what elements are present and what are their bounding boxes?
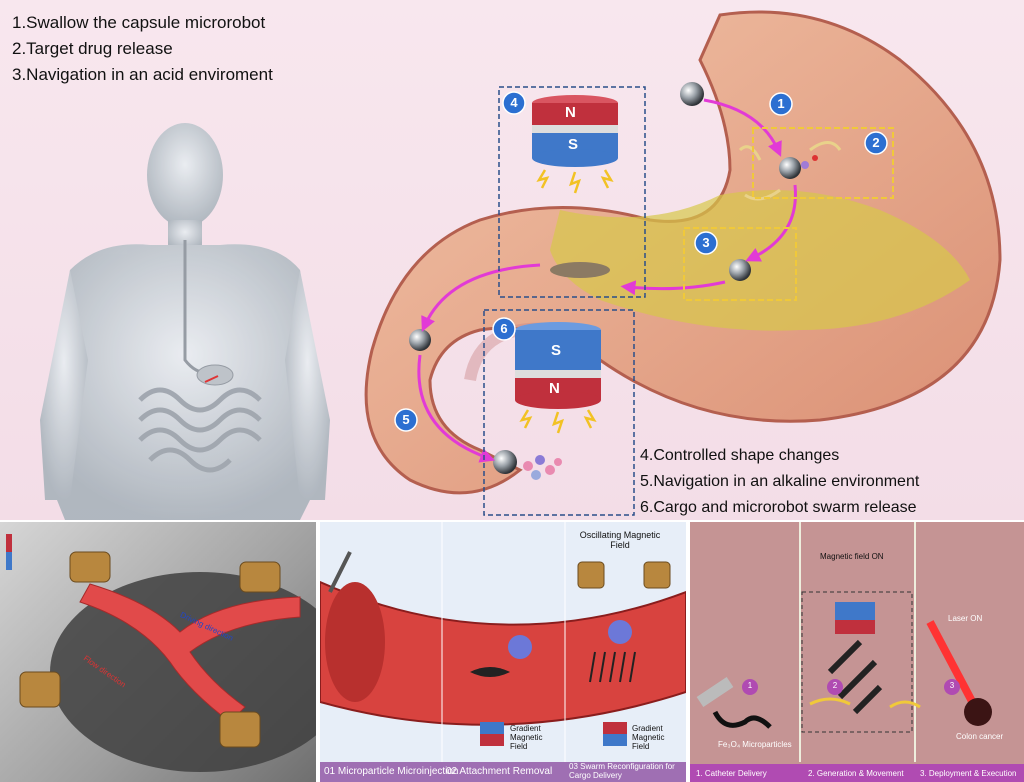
gradient-magnet-2 bbox=[603, 722, 627, 746]
magnet-sn bbox=[515, 322, 601, 434]
oscillating-field-label: Oscillating Magnetic Field bbox=[579, 530, 661, 550]
steps-list-top: 1.Swallow the capsule microrobot 2.Targe… bbox=[12, 10, 273, 88]
drug-release-splash bbox=[738, 141, 842, 201]
step-4: 4.Controlled shape changes bbox=[640, 447, 840, 464]
target-box-2 bbox=[752, 127, 894, 199]
right-step-3: 3. Deployment & Execution bbox=[920, 769, 1017, 778]
gradient-field-label-1: Gradient Magnetic Field bbox=[510, 724, 543, 751]
step-5: 5.Navigation in an alkaline environment bbox=[640, 473, 920, 490]
marker-2-icon bbox=[864, 131, 888, 155]
marker-4-label: 4 bbox=[510, 95, 518, 110]
marker-5-label: 5 bbox=[402, 412, 410, 427]
cargo-swarm bbox=[523, 455, 562, 480]
magnet2-south-label: S bbox=[551, 342, 562, 359]
capsule-robot-3 bbox=[729, 259, 751, 281]
steps-bar-right bbox=[690, 764, 1024, 782]
vessel-scene bbox=[320, 522, 686, 762]
capsule-robot-6 bbox=[493, 450, 517, 474]
marker-5-icon bbox=[394, 408, 418, 432]
panel-vessel-coils: Driving direction Flow direction bbox=[0, 522, 316, 782]
colon-marker-3: 3 bbox=[949, 681, 955, 690]
marker-1-label: 1 bbox=[777, 96, 785, 111]
path-arrow-5 bbox=[417, 354, 496, 463]
step-1: 1.Swallow the capsule microrobot bbox=[12, 13, 266, 32]
particles-label: Fe₃O₄ Microparticles bbox=[718, 740, 792, 749]
magnet-box-6 bbox=[483, 309, 635, 516]
step-2: 2.Target drug release bbox=[12, 39, 173, 58]
path-arrow-1 bbox=[703, 98, 782, 157]
colon-cancer-label: Colon cancer bbox=[956, 732, 1004, 741]
steps-bar-mid bbox=[320, 762, 686, 782]
colon-scene bbox=[690, 522, 1024, 782]
capsule-robot-1 bbox=[680, 82, 704, 106]
gradient-magnet-1 bbox=[480, 722, 504, 746]
magnet-south-label: S bbox=[568, 136, 579, 153]
main-illustration: 1 2 3 4 5 6 N S S N 1.Swallow the capsul… bbox=[0, 0, 1024, 520]
marker-4-icon bbox=[502, 91, 526, 115]
magnet-box-4 bbox=[498, 86, 646, 298]
capsule-robot-deformed bbox=[550, 262, 610, 278]
stomach-scene bbox=[40, 10, 1002, 520]
panel-microinjection: Oscillating Magnetic Field Gradient Magn… bbox=[320, 522, 686, 782]
target-box-3 bbox=[683, 227, 797, 301]
colon-marker-2: 2 bbox=[832, 681, 838, 690]
right-step-2: 2. Generation & Movement bbox=[808, 769, 904, 778]
capsule-robot-2 bbox=[779, 157, 801, 179]
human-body bbox=[40, 123, 330, 520]
mid-step-2: 02 Attachment Removal bbox=[446, 766, 553, 777]
step-6: 6.Cargo and microrobot swarm release bbox=[640, 499, 917, 516]
step-3: 3.Navigation in an acid enviroment bbox=[12, 65, 273, 84]
coil-scene bbox=[6, 534, 316, 772]
marker-3-label: 3 bbox=[702, 235, 710, 250]
magnet-north-label: N bbox=[565, 104, 576, 121]
marker-2-label: 2 bbox=[872, 135, 880, 150]
marker-3-icon bbox=[694, 231, 718, 255]
colon-marker-1: 1 bbox=[747, 681, 753, 690]
marker-6-icon bbox=[492, 317, 516, 341]
capsule-robot-5 bbox=[409, 329, 431, 351]
magnet2-north-label: N bbox=[549, 380, 560, 397]
path-arrow-3 bbox=[620, 280, 726, 296]
mid-step-1: 01 Microparticle Microinjection bbox=[324, 766, 459, 777]
path-arrow-4 bbox=[421, 263, 541, 332]
laser-on-label: Laser ON bbox=[948, 614, 983, 623]
field-on-label: Magnetic field ON bbox=[820, 552, 884, 561]
steps-list-bottom: 4.Controlled shape changes 5.Navigation … bbox=[640, 443, 919, 520]
gradient-field-label-2: Gradient Magnetic Field bbox=[632, 724, 665, 751]
mid-step-3: 03 Swarm Reconfiguration for Cargo Deliv… bbox=[569, 762, 675, 780]
marker-1-icon bbox=[769, 92, 793, 116]
panel-colon: 1 2 3 Magnetic field ON Laser ON Fe₃O₄ M… bbox=[690, 522, 1024, 782]
magnet-ns bbox=[532, 95, 618, 194]
marker-6-label: 6 bbox=[500, 321, 508, 336]
right-step-1: 1. Catheter Delivery bbox=[696, 769, 767, 778]
